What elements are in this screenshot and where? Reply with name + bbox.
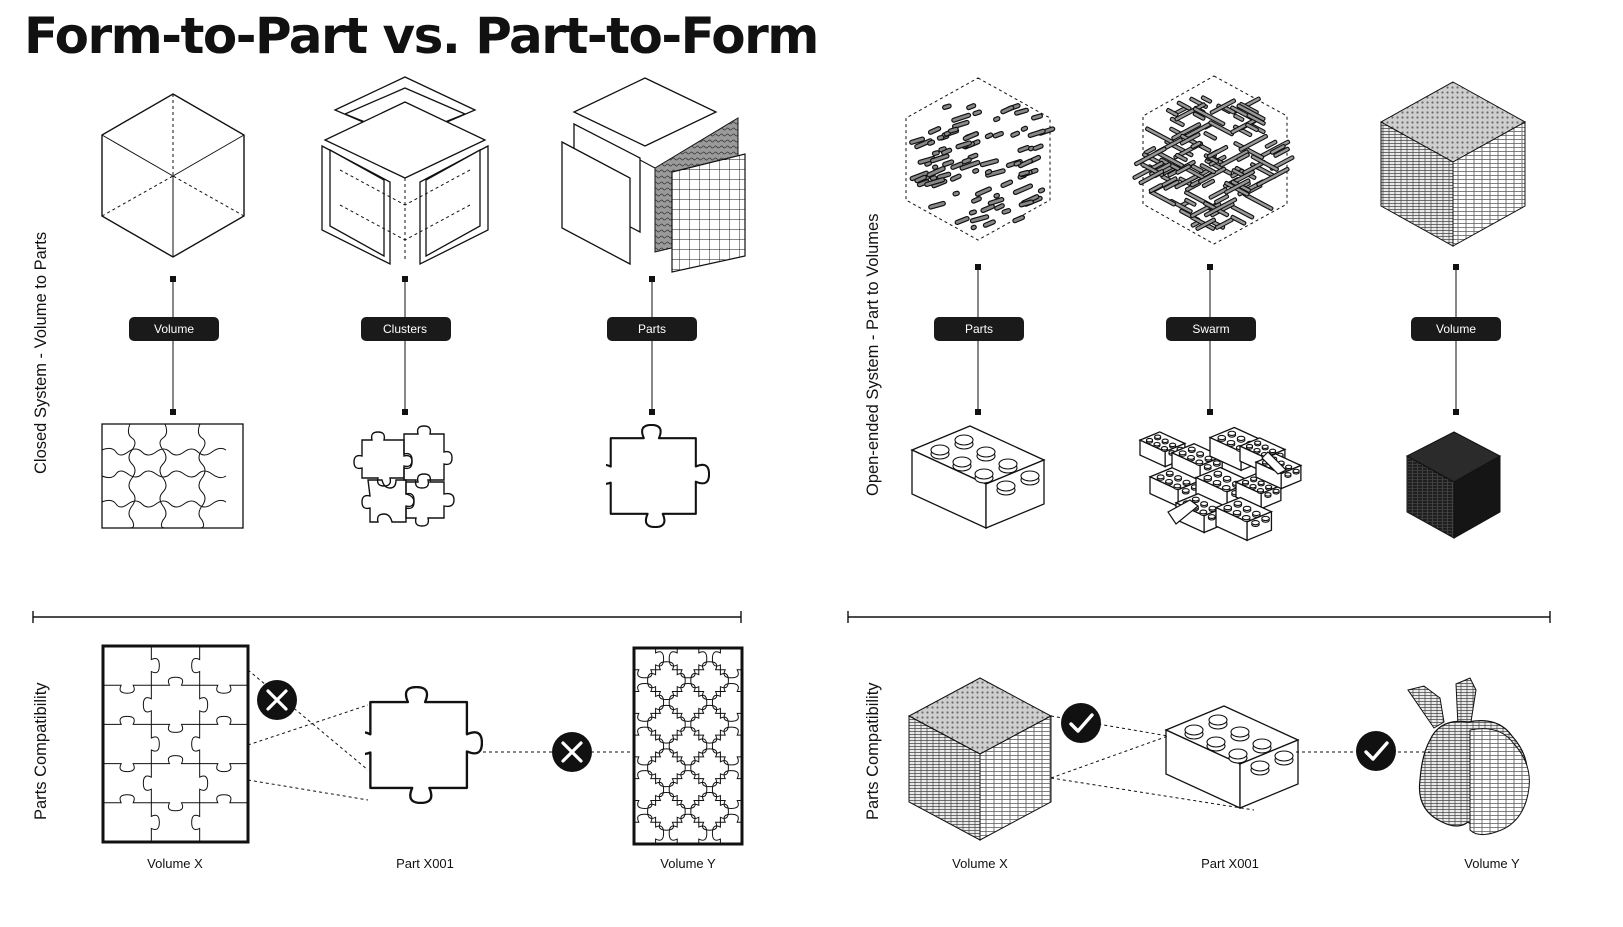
caption-volume-y-left: Volume Y: [660, 856, 716, 871]
part-x001-jigsaw-piece: [365, 686, 483, 804]
swarm-cloud: [1132, 75, 1295, 245]
voxel-cube-volume: [1379, 81, 1527, 247]
dark-voxel-cube-icon: [1405, 431, 1502, 539]
check-circle-icon: [1061, 703, 1101, 743]
volume-wireframe-cube: [101, 93, 245, 258]
x-circle-icon: [257, 680, 297, 720]
svg-text:Parts: Parts: [638, 322, 666, 336]
svg-text:Volume: Volume: [154, 322, 194, 336]
connector-clusters: [402, 276, 408, 415]
svg-text:Clusters: Clusters: [383, 322, 427, 336]
left-divider: [32, 611, 742, 623]
page-title: Form-to-Part vs. Part-to-Form: [24, 7, 819, 65]
svg-text:Volume: Volume: [1436, 322, 1476, 336]
volume-x-voxel-cube: [907, 677, 1053, 841]
clusters-exploded-cube: [321, 76, 489, 266]
volume-x-jigsaw: [101, 644, 250, 844]
jigsaw-board-icon: [101, 423, 244, 529]
closed-system-label: Closed System - Volume to Parts: [32, 232, 50, 474]
caption-volume-y-right: Volume Y: [1464, 856, 1520, 871]
lego-brick-icon: [910, 425, 1046, 530]
caption-part-x001-left: Part X001: [396, 856, 454, 871]
check-circle-icon: [1356, 731, 1396, 771]
part-x001-lego-brick: [1164, 705, 1300, 810]
label-pill-swarm: Swarm: [1166, 317, 1256, 341]
caption-volume-x-left: Volume X: [147, 856, 203, 871]
x-circle-icon: [552, 732, 592, 772]
label-pill-parts: Parts: [607, 317, 697, 341]
jigsaw-cluster-icon: [353, 425, 455, 527]
volume-y-jigsaw: [632, 646, 744, 846]
scattered-parts-cloud: [905, 77, 1056, 241]
connector-volume: [170, 276, 176, 415]
svg-text:Parts: Parts: [965, 322, 993, 336]
label-pill-clusters: Clusters: [361, 317, 451, 341]
label-pill-right-volume: Volume: [1411, 317, 1501, 341]
volume-y-voxel-apple: [1407, 677, 1530, 836]
svg-text:Swarm: Swarm: [1192, 322, 1229, 336]
label-pill-volume: Volume: [129, 317, 219, 341]
connector-parts: [649, 276, 655, 415]
parts-exploded-cube: [561, 77, 746, 273]
label-pill-right-parts: Parts: [934, 317, 1024, 341]
caption-volume-x-right: Volume X: [952, 856, 1008, 871]
left-compat-label: Parts Compatibility: [32, 682, 50, 820]
lego-swarm-assembly-icon: [1138, 426, 1303, 542]
caption-part-x001-right: Part X001: [1201, 856, 1259, 871]
jigsaw-piece-icon: [606, 424, 710, 528]
right-divider: [847, 611, 1551, 623]
right-compat-label: Parts Compatibility: [864, 682, 882, 820]
open-system-label: Open-ended System - Part to Volumes: [864, 214, 882, 496]
